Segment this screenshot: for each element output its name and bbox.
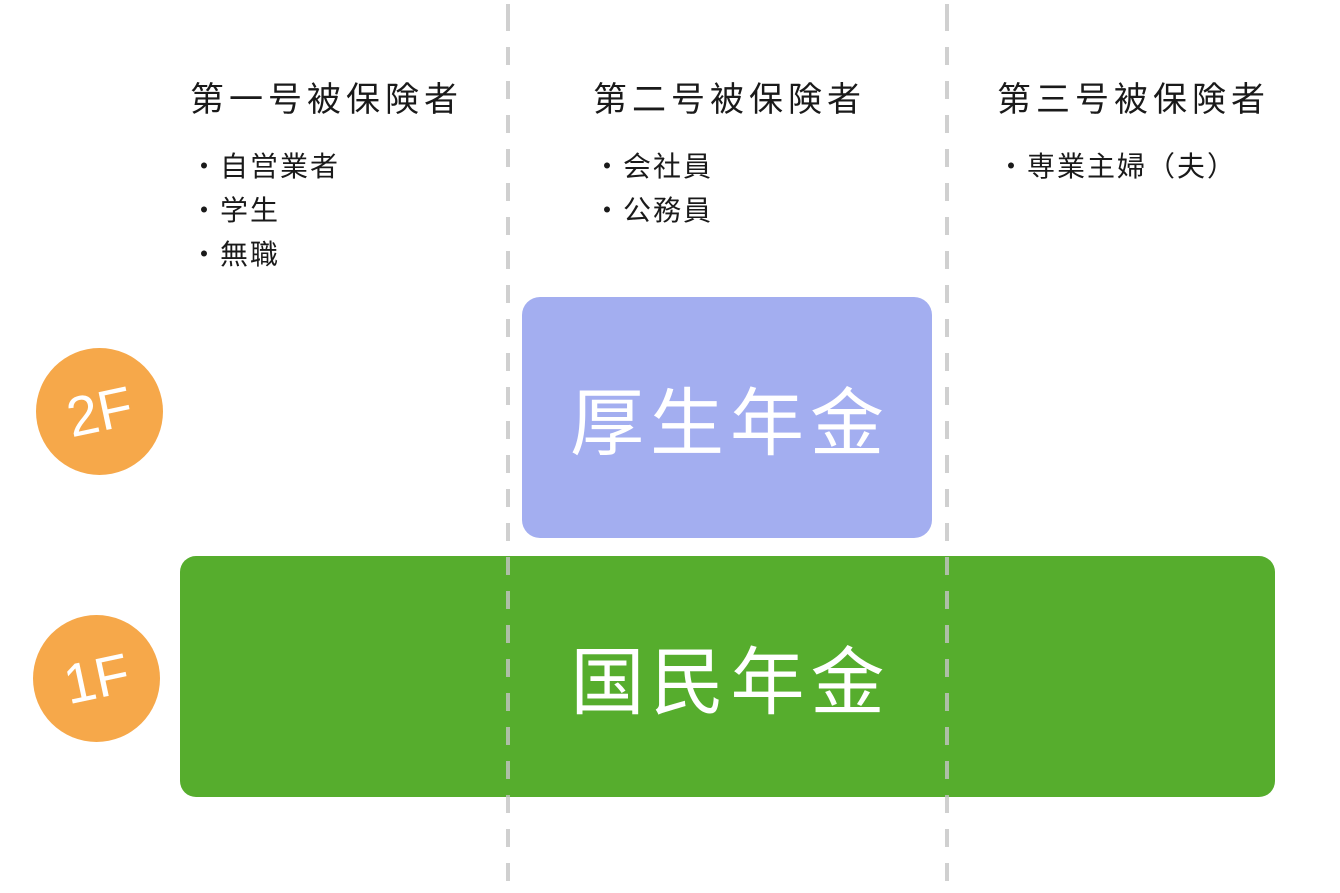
kosei-nenkin-label: 厚生年金 <box>570 382 890 465</box>
list-item: ・専業主婦（夫） <box>997 151 1238 182</box>
column-divider-left <box>506 0 510 893</box>
column-insured-category-1: 第一号被保険者 ・自営業者 ・学生 ・無職 <box>190 80 463 277</box>
list-item: ・自営業者 <box>190 151 341 182</box>
column-item-list: ・専業主婦（夫） <box>997 145 1270 189</box>
list-item: ・学生 <box>190 195 281 226</box>
column-header: 第二号被保険者 <box>593 81 866 119</box>
kokumin-nenkin-label: 国民年金 <box>570 641 891 724</box>
column-item-list: ・自営業者 ・学生 ・無職 <box>190 145 463 277</box>
kokumin-nenkin-box: 国民年金 <box>180 556 1275 797</box>
kosei-nenkin-box: 厚生年金 <box>522 297 932 538</box>
column-item-list: ・会社員 ・公務員 <box>593 145 866 233</box>
column-insured-category-2: 第二号被保険者 ・会社員 ・公務員 <box>593 80 866 233</box>
column-header: 第三号被保険者 <box>997 81 1270 119</box>
floor-1-badge: 1F <box>33 615 160 742</box>
list-item: ・公務員 <box>593 195 714 226</box>
list-item: ・無職 <box>190 239 281 270</box>
floor-2-badge: 2F <box>36 348 163 475</box>
column-divider-right <box>945 0 949 893</box>
column-insured-category-3: 第三号被保険者 ・専業主婦（夫） <box>997 80 1270 189</box>
floor-1-badge-label: 1F <box>57 640 135 716</box>
column-header: 第一号被保険者 <box>190 81 463 119</box>
list-item: ・会社員 <box>593 151 714 182</box>
floor-2-badge-label: 2F <box>60 373 138 449</box>
